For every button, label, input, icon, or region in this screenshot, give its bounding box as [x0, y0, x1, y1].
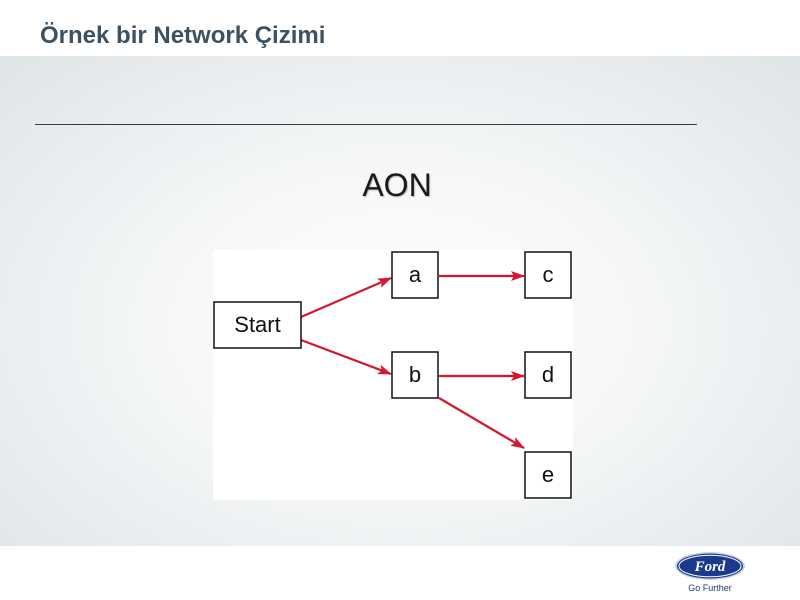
brand-tagline: Go Further — [688, 583, 732, 593]
aon-network-diagram: Start a b c d e — [213, 250, 573, 500]
node-box-start — [213, 301, 302, 349]
node-label-b: b — [409, 362, 421, 387]
node-b: b — [391, 351, 439, 399]
node-a: a — [391, 251, 439, 299]
node-box-c — [524, 251, 572, 299]
node-label-start: Start — [234, 312, 280, 337]
edges-layer — [300, 271, 525, 449]
node-d: d — [524, 351, 572, 399]
node-box-d — [524, 351, 572, 399]
node-c: c — [524, 251, 572, 299]
node-box-e — [524, 451, 572, 499]
nodes-layer: Start a b c d e — [213, 251, 572, 499]
slide-title: Örnek bir Network Çizimi — [40, 22, 326, 49]
node-start: Start — [213, 301, 302, 349]
title-divider — [35, 124, 697, 125]
ford-logo-wordmark: Ford — [694, 559, 726, 575]
edge-start-a — [300, 276, 392, 319]
node-label-d: d — [542, 362, 554, 387]
node-label-a: a — [409, 262, 422, 287]
node-label-c: c — [543, 262, 554, 287]
node-e: e — [524, 451, 572, 499]
diagram-canvas: Start a b c d e — [213, 251, 572, 499]
edge-start-b — [300, 338, 392, 376]
edge-b-e — [438, 397, 525, 449]
node-label-e: e — [542, 462, 554, 487]
diagram-title: AON — [362, 167, 432, 203]
ford-logo-icon: Ford — [675, 552, 745, 580]
node-box-a — [391, 251, 439, 299]
node-box-b — [391, 351, 439, 399]
